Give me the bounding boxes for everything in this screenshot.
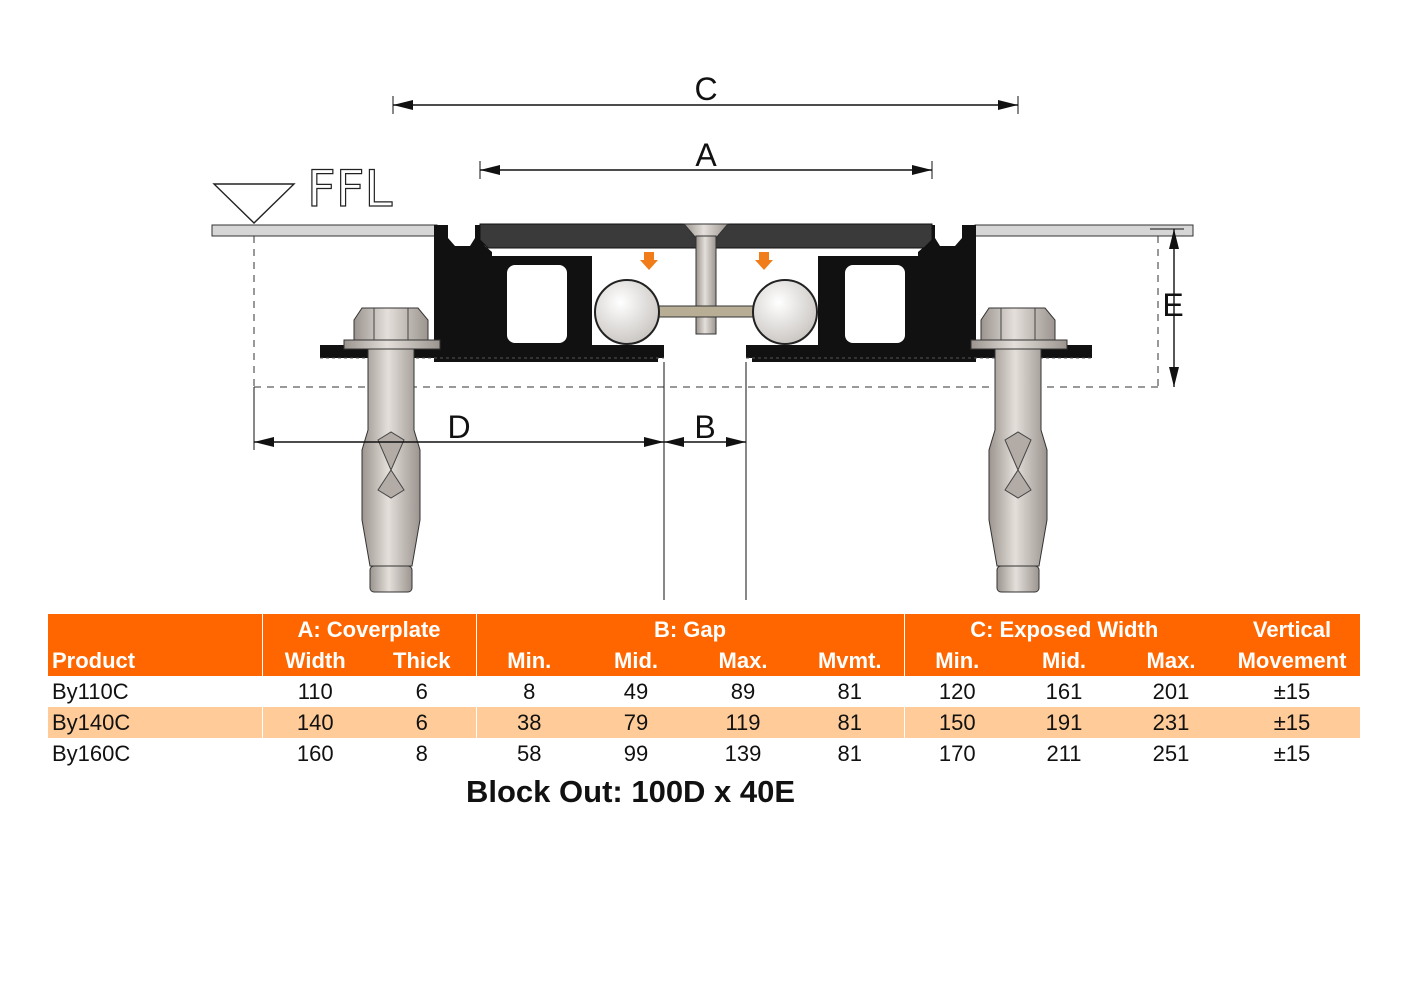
cell-exp-min: 150	[903, 707, 1010, 738]
cell-exp-min: 170	[903, 738, 1010, 769]
cell-exp-min: 120	[903, 676, 1010, 707]
pivot-balls	[594, 279, 818, 345]
dimension-a-label: A	[695, 137, 717, 173]
cell-exp-mid: 211	[1046, 740, 1082, 766]
right-anchor-bolt	[970, 307, 1068, 593]
block-out-note: Block Out: 100D x 40E	[466, 774, 796, 809]
header-exp-mid: Mid.	[1010, 645, 1118, 676]
cell-thick: 6	[415, 678, 428, 704]
dimension-e: E	[1150, 228, 1184, 387]
header-blank	[48, 614, 262, 645]
cell-width: 160	[261, 738, 368, 769]
cell-exp-mid: 161	[1045, 678, 1083, 704]
table-row: By140C 140 6 38 79 119 81 150 191 231 ±1…	[48, 707, 1360, 738]
cell-gap-max: 119	[690, 707, 796, 738]
left-anchor-bolt	[343, 307, 441, 593]
dimension-b: B	[664, 409, 746, 447]
dimension-b-label: B	[694, 409, 715, 445]
cell-width: 140	[261, 707, 368, 738]
dimension-a: A	[479, 137, 933, 179]
cell-gap-mvmt: 81	[796, 707, 904, 738]
cell-gap-min: 8	[475, 676, 582, 707]
table-group-header-row: A: Coverplate B: Gap C: Exposed Width Ve…	[48, 614, 1360, 645]
gap-extension-lines	[663, 362, 747, 600]
cell-movement: ±15	[1224, 707, 1360, 738]
cell-product: By110C	[52, 678, 129, 704]
cell-gap-mid: 79	[582, 707, 690, 738]
specification-table: A: Coverplate B: Gap C: Exposed Width Ve…	[48, 614, 1360, 769]
cell-gap-mid: 99	[623, 740, 649, 766]
cell-movement: ±15	[1273, 678, 1311, 704]
header-exp-min: Min.	[903, 645, 1010, 676]
cell-exp-max: 231	[1118, 707, 1224, 738]
dimension-d: D	[253, 387, 664, 450]
cell-gap-mvmt: 81	[837, 678, 862, 704]
header-coverplate: A: Coverplate	[261, 614, 476, 645]
expansion-joint-drawing: FFL C A	[211, 71, 1194, 600]
header-product: Product	[48, 645, 262, 676]
header-gap-min: Min.	[475, 645, 582, 676]
cell-gap-max: 139	[724, 740, 762, 766]
dimension-d-label: D	[447, 409, 470, 445]
cell-exp-max: 251	[1152, 740, 1190, 766]
cell-gap-min: 58	[475, 738, 582, 769]
ffl-label: FFL	[307, 160, 393, 218]
cell-exp-mid: 191	[1010, 707, 1118, 738]
header-gap-mvmt: Mvmt.	[796, 645, 904, 676]
cell-product: By140C	[48, 707, 262, 738]
header-movement: Movement	[1224, 645, 1360, 676]
header-gap-mid: Mid.	[582, 645, 690, 676]
cell-product: By160C	[52, 740, 131, 766]
table-sub-header-row: Product Width Thick Min. Mid. Max. Mvmt.…	[48, 645, 1360, 676]
cell-gap-mvmt: 81	[837, 740, 862, 766]
cell-exp-max: 201	[1152, 678, 1190, 704]
cell-thick: 8	[415, 740, 428, 766]
cell-gap-min: 38	[475, 707, 582, 738]
header-vertical: Vertical	[1224, 614, 1360, 645]
cell-width: 110	[261, 676, 368, 707]
dimension-c-label: C	[694, 71, 717, 107]
cell-gap-max: 89	[730, 678, 756, 704]
dimension-c: C	[392, 71, 1019, 114]
header-exposed-width: C: Exposed Width	[903, 614, 1224, 645]
header-thick: Thick	[368, 645, 476, 676]
header-gap-max: Max.	[690, 645, 796, 676]
header-exp-max: Max.	[1118, 645, 1224, 676]
table-row: By110C 110 6 8 49 89 81 120 161 201 ±15	[48, 676, 1360, 707]
ffl-marker: FFL	[212, 159, 393, 224]
cell-gap-mid: 49	[623, 678, 649, 704]
header-gap: B: Gap	[475, 614, 904, 645]
dimension-e-label: E	[1162, 287, 1183, 323]
cell-movement: ±15	[1273, 740, 1311, 766]
orange-arrow-icons	[640, 252, 773, 270]
centre-screw	[655, 223, 787, 335]
header-width: Width	[261, 645, 368, 676]
table-row: By160C 160 8 58 99 139 81 170 211 251 ±1…	[48, 738, 1360, 769]
cell-thick: 6	[368, 707, 476, 738]
